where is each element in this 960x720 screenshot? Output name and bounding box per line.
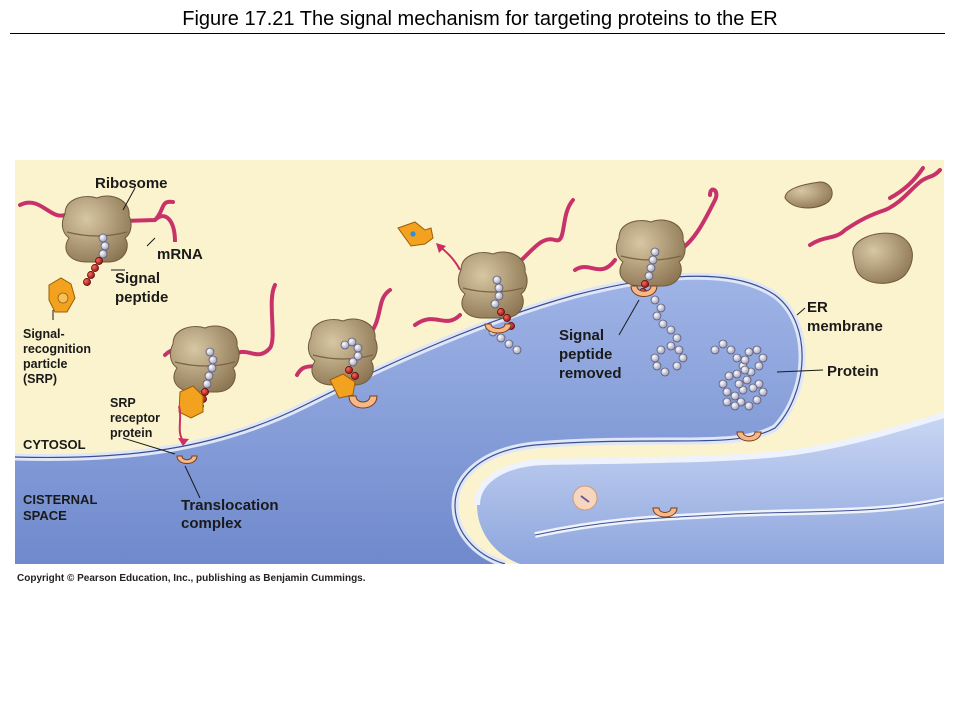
label-cisternal-space-1: CISTERNAL (23, 492, 97, 507)
label-ribosome: Ribosome (95, 175, 168, 192)
label-cisternal-space: CISTERNAL SPACE (23, 492, 101, 523)
label-srp-2: recognition (23, 342, 91, 356)
label-translocation-complex-1: Translocation (181, 497, 279, 514)
translocation-complex-6 (652, 507, 678, 518)
translocation-complex-4 (630, 285, 658, 297)
label-srp-receptor-2: receptor (110, 411, 160, 425)
ribosome-small-subunit (852, 232, 913, 284)
label-er-membrane-2: membrane (807, 318, 883, 335)
label-srp-3: particle (23, 357, 68, 371)
label-protein: Protein (827, 363, 879, 380)
label-signal-peptide: Signal peptide (115, 270, 168, 306)
translocation-complex-5 (736, 431, 762, 442)
label-cytosol: CYTOSOL (23, 437, 86, 452)
label-translocation-complex: Translocation complex (181, 497, 283, 532)
translocation-complex-2 (348, 395, 378, 409)
er-lumen (15, 276, 803, 564)
label-translocation-complex-2: complex (181, 515, 243, 532)
label-signal-peptide-removed-3: removed (559, 365, 622, 382)
translocation-complex-1 (176, 455, 198, 464)
label-signal-peptide-removed-2: peptide (559, 346, 612, 363)
figure-title: Figure 17.21 The signal mechanism for ta… (182, 8, 778, 30)
label-cisternal-space-2: SPACE (23, 508, 67, 523)
label-signal-peptide-removed: Signal peptide removed (559, 327, 622, 382)
copyright-notice: Copyright © Pearson Education, Inc., pub… (17, 573, 366, 584)
label-srp-4: (SRP) (23, 372, 57, 386)
label-mrna: mRNA (157, 246, 203, 263)
srp-docking (329, 373, 356, 399)
ribosome-4 (457, 251, 528, 319)
label-srp-receptor: SRP receptor protein (110, 396, 164, 440)
er-targeting-diagram: Ribosome mRNA Signal peptide Signal- rec… (15, 160, 944, 564)
label-signal-peptide-1: Signal (115, 270, 160, 287)
title-rule (10, 33, 945, 34)
label-signal-peptide-2: peptide (115, 289, 168, 306)
leader-lines (52, 187, 824, 499)
label-srp-1: Signal- (23, 327, 65, 341)
label-srp-receptor-3: protein (110, 426, 152, 440)
ribosome-1 (61, 195, 132, 263)
label-srp: Signal- recognition particle (SRP) (23, 327, 95, 386)
ribosome-large-subunit (784, 181, 833, 209)
label-srp-receptor-1: SRP (110, 396, 135, 410)
translocation-complex-3 (484, 323, 512, 334)
label-er-membrane-1: ER (807, 299, 828, 316)
label-er-membrane: ER membrane (807, 299, 883, 335)
label-signal-peptide-removed-1: Signal (559, 327, 604, 344)
